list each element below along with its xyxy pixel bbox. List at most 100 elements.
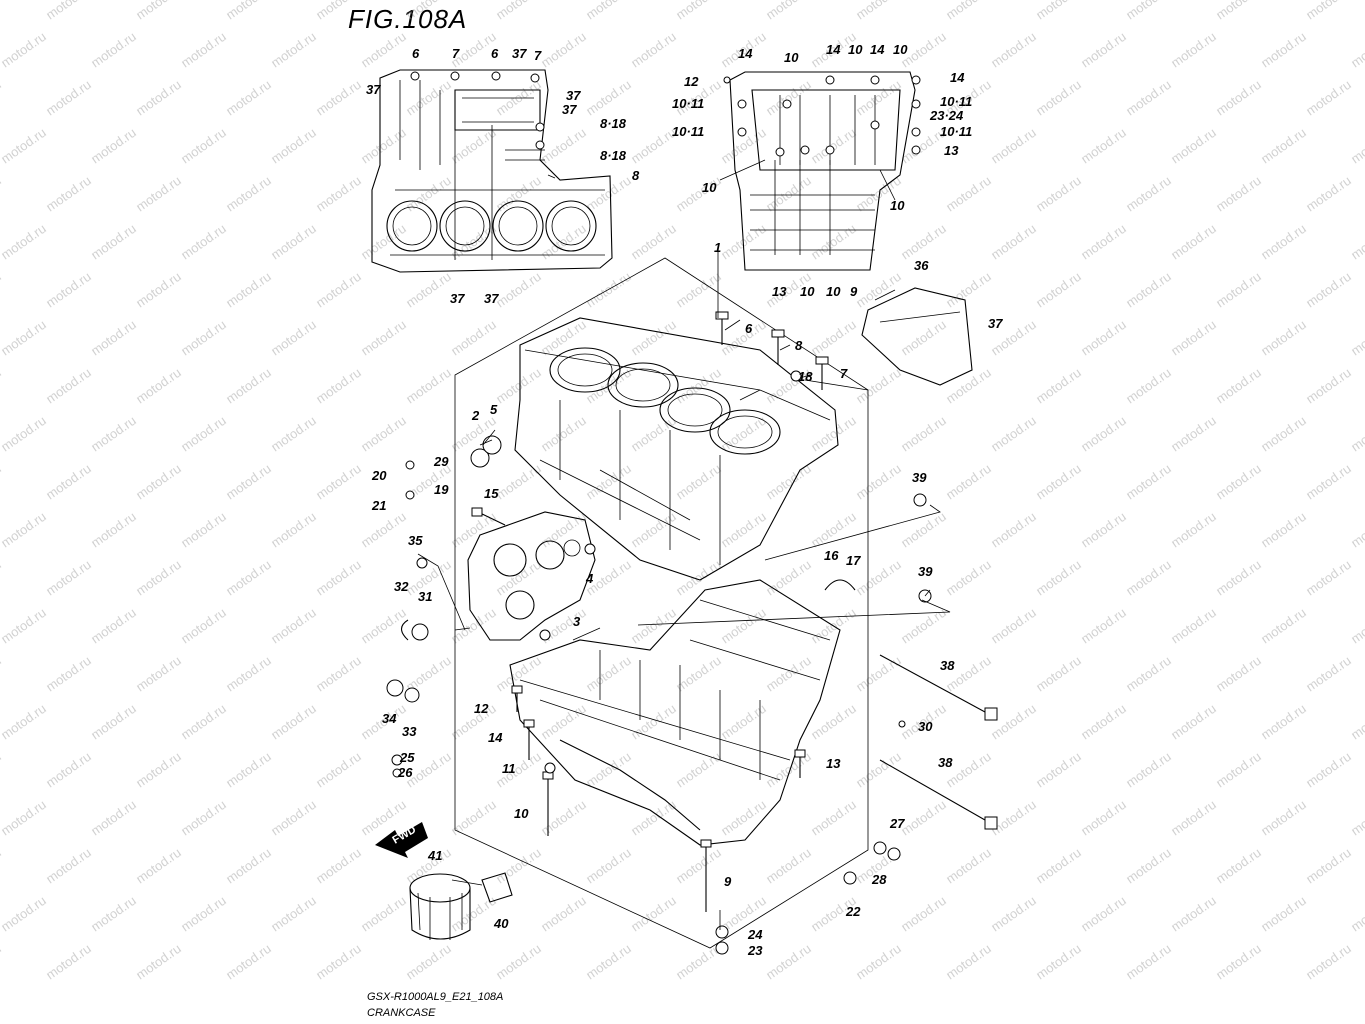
upper-right-callout: 10 [784,50,799,65]
main-callout: 37 [988,316,1003,331]
watermark-text: motod.ru [0,941,4,983]
watermark-text: motod.ru [1213,365,1264,407]
watermark-text: motod.ru [1258,509,1309,551]
watermark-text: motod.ru [223,77,274,119]
watermark-text: motod.ru [1168,893,1219,935]
watermark-text: motod.ru [763,77,814,119]
watermark-text: motod.ru [493,0,544,22]
upper-left-callout: 6 [491,46,499,61]
watermark-text: motod.ru [1213,749,1264,791]
watermark-text: motod.ru [133,941,184,983]
watermark-text: motod.ru [538,29,589,71]
watermark-text: motod.ru [313,365,364,407]
main-callout: 11 [502,761,516,776]
watermark-text: motod.ru [1348,509,1365,551]
watermark-text: motod.ru [898,509,949,551]
watermark-text: motod.ru [1078,29,1129,71]
watermark-text: motod.ru [448,893,499,935]
watermark-text: motod.ru [1123,365,1174,407]
watermark-text: motod.ru [808,221,859,263]
watermark-text: motod.ru [0,77,4,119]
watermark-text: motod.ru [133,365,184,407]
watermark-text: motod.ru [43,269,94,311]
watermark-text: motod.ru [268,221,319,263]
watermark-text: motod.ru [1303,461,1354,503]
watermark-text: motod.ru [1168,125,1219,167]
watermark-text: motod.ru [1033,173,1084,215]
watermark-text: motod.ru [0,461,4,503]
watermark-text: motod.ru [898,221,949,263]
watermark-text: motod.ru [133,77,184,119]
upper-right-callout: 10 [890,198,905,213]
watermark-text: motod.ru [1348,701,1365,743]
watermark-text: motod.ru [1258,125,1309,167]
watermark-text: motod.ru [1348,317,1365,359]
watermark-text: motod.ru [718,509,769,551]
watermark-text: motod.ru [133,173,184,215]
watermark-text: motod.ru [178,413,229,455]
watermark-text: motod.ru [43,77,94,119]
watermark-text: motod.ru [358,29,409,71]
watermark-text: motod.ru [268,317,319,359]
main-callout: 41 [427,848,442,863]
breather-cover [861,287,973,386]
watermark-text: motod.ru [88,125,139,167]
watermark-text: motod.ru [223,0,274,22]
watermark-text: motod.ru [313,269,364,311]
upper-right-callout: 10 [702,180,717,195]
main-callout: 40 [493,916,509,931]
watermark-text: motod.ru [403,269,454,311]
watermark-text: motod.ru [268,509,319,551]
watermark-text: motod.ru [88,221,139,263]
watermark-text: motod.ru [718,317,769,359]
upper-right-callout: 10·11 [672,96,704,111]
watermark-text: motod.ru [1213,557,1264,599]
main-callout: 27 [889,816,905,831]
watermark-text: motod.ru [538,509,589,551]
upper-right-callout: 10 [848,42,863,57]
watermark-text: motod.ru [1123,0,1174,22]
watermark-text: motod.ru [223,941,274,983]
upper-right-callout: 10 [826,284,841,299]
watermark-text: motod.ru [1258,221,1309,263]
watermark-text: motod.ru [1123,173,1174,215]
main-callout: 7 [840,366,848,381]
watermark-text: motod.ru [1033,77,1084,119]
watermark-text: motod.ru [313,557,364,599]
main-callout: 1 [714,240,721,255]
watermark-text: motod.ru [88,701,139,743]
watermark-text: motod.ru [943,845,994,887]
watermark-text: motod.ru [0,557,4,599]
watermark-text: motod.ru [583,845,634,887]
watermark-text: motod.ru [88,317,139,359]
watermark-text: motod.ru [763,653,814,695]
watermark-text: motod.ru [1168,605,1219,647]
watermark-text: motod.ru [988,125,1039,167]
watermark-text: motod.ru [988,221,1039,263]
watermark-text: motod.ru [133,0,184,22]
watermark-text: motod.ru [853,941,904,983]
watermark-text: motod.ru [403,365,454,407]
watermark-text: motod.ru [88,29,139,71]
watermark-text: motod.ru [1213,269,1264,311]
watermark-text: motod.ru [583,173,634,215]
watermark-text: motod.ru [763,749,814,791]
watermark-text: motod.ru [943,557,994,599]
watermark-text: motod.ru [673,845,724,887]
watermark-text: motod.ru [178,29,229,71]
assembly-outline [454,257,869,949]
watermark-text: motod.ru [943,941,994,983]
upper-right-callout: 14 [738,46,753,61]
upper-right-callout: 10·11 [672,124,704,139]
watermark-text: motod.ru [1303,173,1354,215]
watermark-text: motod.ru [1033,941,1084,983]
watermark-text: motod.ru [943,269,994,311]
main-callout: 19 [434,482,449,497]
watermark-text: motod.ru [1033,557,1084,599]
watermark-text: motod.ru [1303,557,1354,599]
watermark-text: motod.ru [403,173,454,215]
watermark-text: motod.ru [1078,893,1129,935]
watermark-text: motod.ru [1303,0,1354,22]
watermark-text: motod.ru [583,0,634,22]
